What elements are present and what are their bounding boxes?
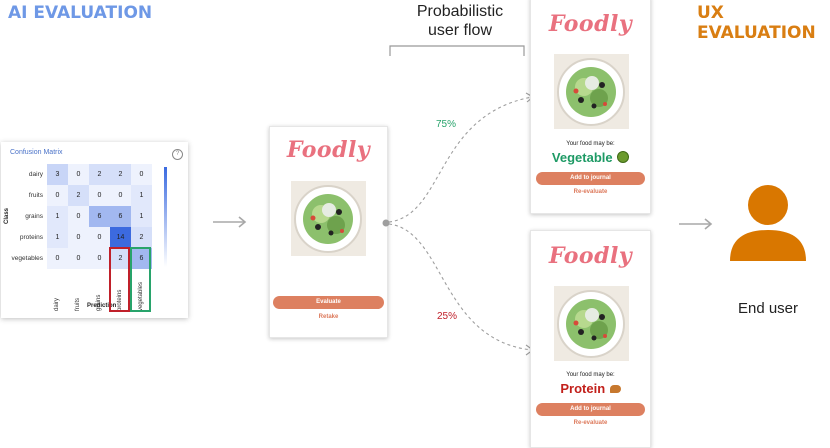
matrix-cell[interactable]: 0	[68, 227, 89, 248]
matrix-cell[interactable]: 0	[89, 227, 110, 248]
matrix-cell[interactable]: 0	[68, 164, 89, 185]
matrix-cell[interactable]: 0	[89, 248, 110, 269]
x-axis-label: Prediction	[87, 303, 117, 309]
add-to-journal-button[interactable]: Add to journal	[536, 403, 645, 416]
ai-evaluation-heading: AI EVALUATION	[8, 3, 153, 23]
matrix-cell[interactable]: 6	[89, 206, 110, 227]
foodly-logo: Foodly	[548, 11, 633, 37]
matrix-cell[interactable]: 1	[47, 227, 68, 248]
food-image	[554, 54, 629, 129]
color-scale	[164, 167, 167, 267]
matrix-cell[interactable]: 3	[47, 164, 68, 185]
food-image	[554, 286, 629, 361]
matrix-cell[interactable]: 0	[68, 248, 89, 269]
user-icon	[730, 185, 806, 261]
add-to-journal-button[interactable]: Add to journal	[536, 172, 645, 185]
confusion-matrix-title: Confusion Matrix	[10, 149, 63, 156]
matrix-cell[interactable]: 2	[89, 164, 110, 185]
arrow-right-icon	[213, 216, 247, 228]
retake-link[interactable]: Retake	[318, 314, 339, 320]
probability-low: 25%	[437, 311, 458, 322]
matrix-row-label: fruits	[28, 192, 43, 199]
salad-illustration	[554, 54, 629, 129]
matrix-cell[interactable]: 2	[131, 227, 152, 248]
matrix-cell[interactable]: 0	[89, 185, 110, 206]
salad-illustration	[291, 181, 366, 256]
foodly-logo: Foodly	[286, 137, 371, 163]
matrix-row-label: dairy	[28, 171, 43, 178]
matrix-cell[interactable]: 1	[131, 185, 152, 206]
matrix-cell[interactable]: 0	[47, 248, 68, 269]
matrix-cell[interactable]: 1	[47, 206, 68, 227]
phone-protein-result: Foodly Your food may be: Protein Add to …	[530, 230, 651, 448]
result-prefix: Your food may be:	[566, 141, 615, 147]
result-vegetable: Vegetable	[551, 150, 613, 165]
result-protein: Protein	[560, 381, 606, 396]
salad-illustration	[554, 286, 629, 361]
matrix-cell[interactable]: 0	[131, 164, 152, 185]
confusion-matrix-panel: Confusion Matrix ? Class Prediction dair…	[1, 142, 188, 318]
phone-vegetable-result: Foodly Your food may be: Vegetable Add t…	[530, 0, 651, 214]
matrix-row-label: proteins	[19, 234, 43, 241]
phone-evaluate-screen: Foodly Evaluate Retake	[269, 126, 388, 338]
ux-evaluation-heading: UX EVALUATION	[697, 3, 816, 43]
matrix-cell[interactable]: 0	[47, 185, 68, 206]
result-prefix: Your food may be:	[566, 372, 615, 378]
matrix-cell[interactable]: 1	[131, 206, 152, 227]
drumstick-icon	[609, 385, 621, 393]
highlight-proteins-box	[109, 247, 130, 312]
highlight-vegetables-box	[130, 247, 151, 312]
re-evaluate-link[interactable]: Re-evaluate	[573, 189, 608, 195]
matrix-col-label: dairy	[54, 297, 60, 311]
result-row: Vegetable	[531, 149, 650, 167]
arrow-right-icon	[679, 218, 713, 230]
matrix-cell[interactable]: 0	[110, 185, 131, 206]
matrix-cell[interactable]: 14	[110, 227, 131, 248]
help-icon[interactable]: ?	[172, 149, 183, 160]
probability-high: 75%	[436, 119, 457, 130]
matrix-cell[interactable]: 0	[68, 206, 89, 227]
food-image	[291, 181, 366, 256]
matrix-col-label: grains	[96, 294, 102, 311]
matrix-row-label: grains	[25, 213, 43, 220]
matrix-cell[interactable]: 2	[110, 164, 131, 185]
matrix-cell[interactable]: 6	[131, 248, 152, 269]
foodly-logo: Foodly	[548, 243, 633, 269]
flow-bracket	[389, 45, 525, 56]
broccoli-icon	[617, 151, 630, 163]
matrix-cell[interactable]: 2	[110, 248, 131, 269]
evaluate-button[interactable]: Evaluate	[273, 296, 384, 309]
matrix-cell[interactable]: 2	[68, 185, 89, 206]
matrix-col-label: fruits	[75, 297, 81, 311]
end-user-label: End user	[737, 300, 799, 317]
matrix-row-label: vegetables	[11, 255, 43, 262]
flow-label: Probabilistic user flow	[416, 3, 504, 39]
re-evaluate-link[interactable]: Re-evaluate	[573, 420, 608, 426]
matrix-cell[interactable]: 6	[110, 206, 131, 227]
result-row: Protein	[531, 380, 650, 398]
flow-branches	[382, 92, 534, 356]
